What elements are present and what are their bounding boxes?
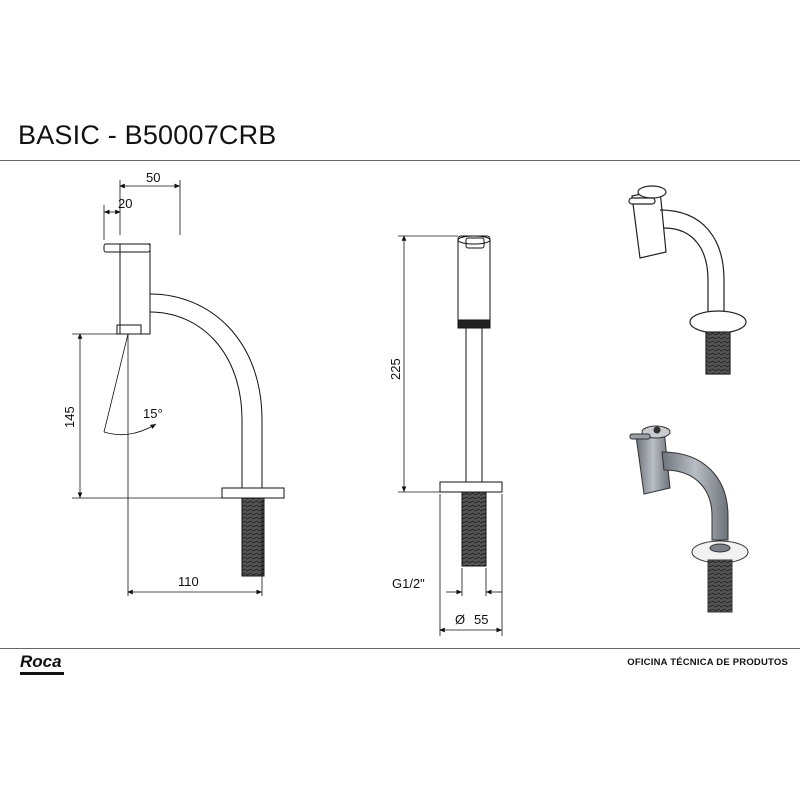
front-base (439, 481, 503, 493)
dim-angle: 15° (143, 406, 163, 421)
dim-handle-offset: 20 (118, 196, 132, 211)
side-dimensions (72, 180, 263, 596)
aerator (116, 324, 142, 335)
diameter-icon: Ø (455, 612, 465, 627)
base-flange (221, 487, 285, 499)
dim-total-height: 225 (388, 358, 403, 380)
logo-underline (20, 672, 64, 675)
dim-thread: G1/2" (392, 576, 425, 591)
front-thread (461, 491, 487, 567)
iso-view-outline (628, 185, 747, 375)
footer-divider (0, 648, 800, 649)
spout-arm-inner (149, 311, 243, 488)
front-aerator (457, 319, 491, 329)
dim-reach: 110 (178, 574, 199, 589)
dim-base-diameter: 55 (474, 612, 488, 627)
side-view (103, 243, 285, 577)
header-divider (0, 160, 800, 161)
dim-top-width: 50 (146, 170, 160, 185)
roca-logo: Roca (20, 652, 62, 671)
lever-handle (103, 243, 151, 253)
tap-body (119, 243, 151, 335)
front-view (439, 235, 503, 567)
front-dimensions (398, 235, 503, 636)
page-title: BASIC - B50007CRB (18, 120, 277, 150)
threaded-rod (241, 497, 265, 577)
front-body (457, 235, 491, 325)
front-lever (465, 237, 485, 249)
office-label: OFICINA TÉCNICA DE PRODUTOS (627, 657, 788, 668)
spout-arm-outer (149, 293, 263, 488)
iso-view-render (629, 425, 749, 613)
dim-spout-height: 145 (62, 406, 77, 428)
